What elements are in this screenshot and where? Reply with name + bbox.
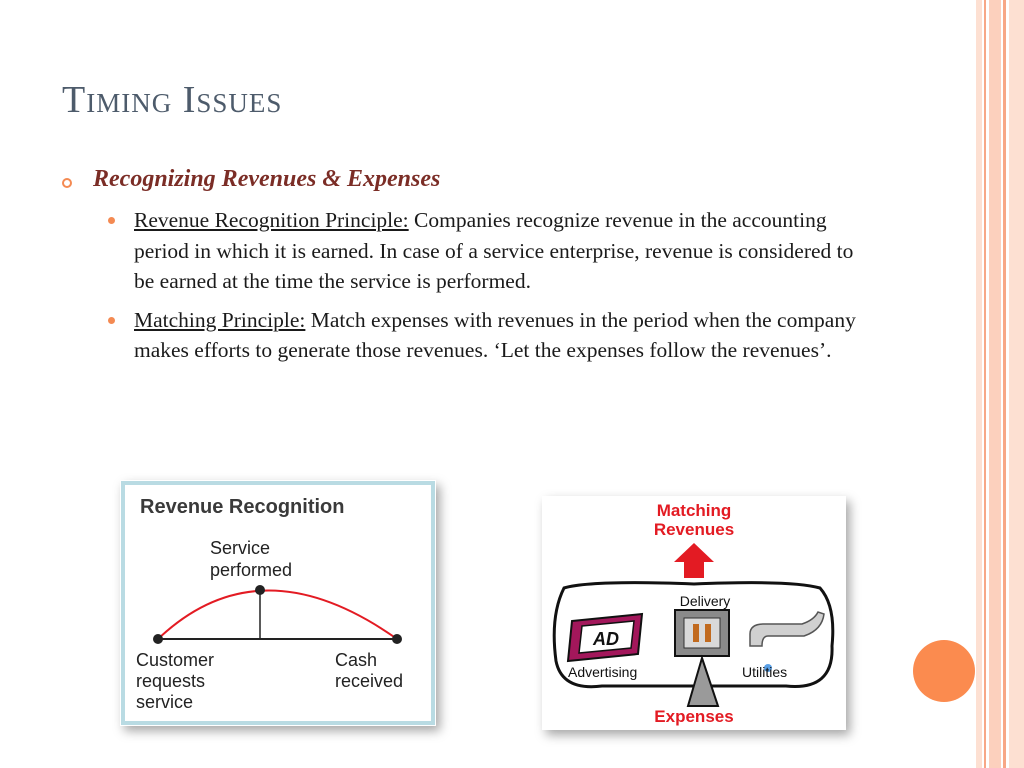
bullet-matching-principle: Matching Principle: Match expenses with … — [106, 305, 866, 366]
bullet-text: Match expenses with revenues in the peri… — [134, 307, 856, 363]
utilities-label: Utilities — [742, 664, 787, 680]
customer-label-line2: requests — [136, 671, 205, 691]
up-arrow-icon — [674, 543, 714, 578]
bullet-term: Matching Principle: — [134, 307, 306, 332]
delivery-label: Delivery — [680, 593, 731, 609]
customer-label-line1: Customer — [136, 650, 214, 670]
funnel-icon — [686, 654, 720, 707]
expenses-label: Expenses — [654, 707, 733, 726]
service-point — [255, 585, 265, 595]
matching-principle-figure: Matching Revenues Delivery AD Advertisin… — [542, 496, 846, 730]
matching-diagram: Matching Revenues Delivery AD Advertisin… — [552, 501, 835, 726]
service-label-line2: performed — [210, 560, 292, 580]
advertising-label: Advertising — [568, 664, 637, 680]
matching-title-line1: Matching — [657, 501, 732, 520]
bullet-text: Companies recognize revenue in the accou… — [134, 208, 854, 293]
advertising-ad-icon: AD — [566, 612, 644, 663]
bullet-revenue-recognition: Revenue Recognition Principle: Companies… — [106, 205, 866, 297]
dot-bullet-icon — [108, 316, 115, 324]
bullet-term: Revenue Recognition Principle: — [134, 208, 409, 232]
decorative-stripes — [976, 0, 1024, 768]
cash-label-line2: received — [335, 671, 403, 691]
dot-bullet-icon — [108, 217, 115, 224]
figure-title: Revenue Recognition — [140, 496, 344, 518]
cash-point — [392, 634, 402, 644]
matching-title-line2: Revenues — [654, 520, 734, 539]
main-bullet-text: Recognizing Revenues & Expenses — [93, 166, 441, 192]
cash-label-line1: Cash — [335, 650, 377, 670]
service-label-line1: Service — [210, 538, 270, 558]
faucet-icon — [749, 611, 825, 672]
ring-bullet-icon — [62, 178, 72, 188]
customer-label-line3: service — [136, 692, 193, 712]
revenue-recognition-figure: Revenue Recognition Service performed Cu… — [120, 480, 436, 726]
revenue-curve — [157, 589, 398, 640]
figure-frame — [121, 481, 435, 725]
decorative-circle — [913, 640, 975, 702]
revenue-recognition-diagram: Revenue Recognition Service performed Cu… — [121, 481, 435, 725]
delivery-icon — [674, 609, 730, 657]
customer-point — [153, 634, 163, 644]
sub-bullets: Revenue Recognition Principle: Companies… — [106, 205, 866, 374]
slide-title: Timing Issues — [62, 79, 283, 121]
ad-text: AD — [592, 629, 619, 649]
